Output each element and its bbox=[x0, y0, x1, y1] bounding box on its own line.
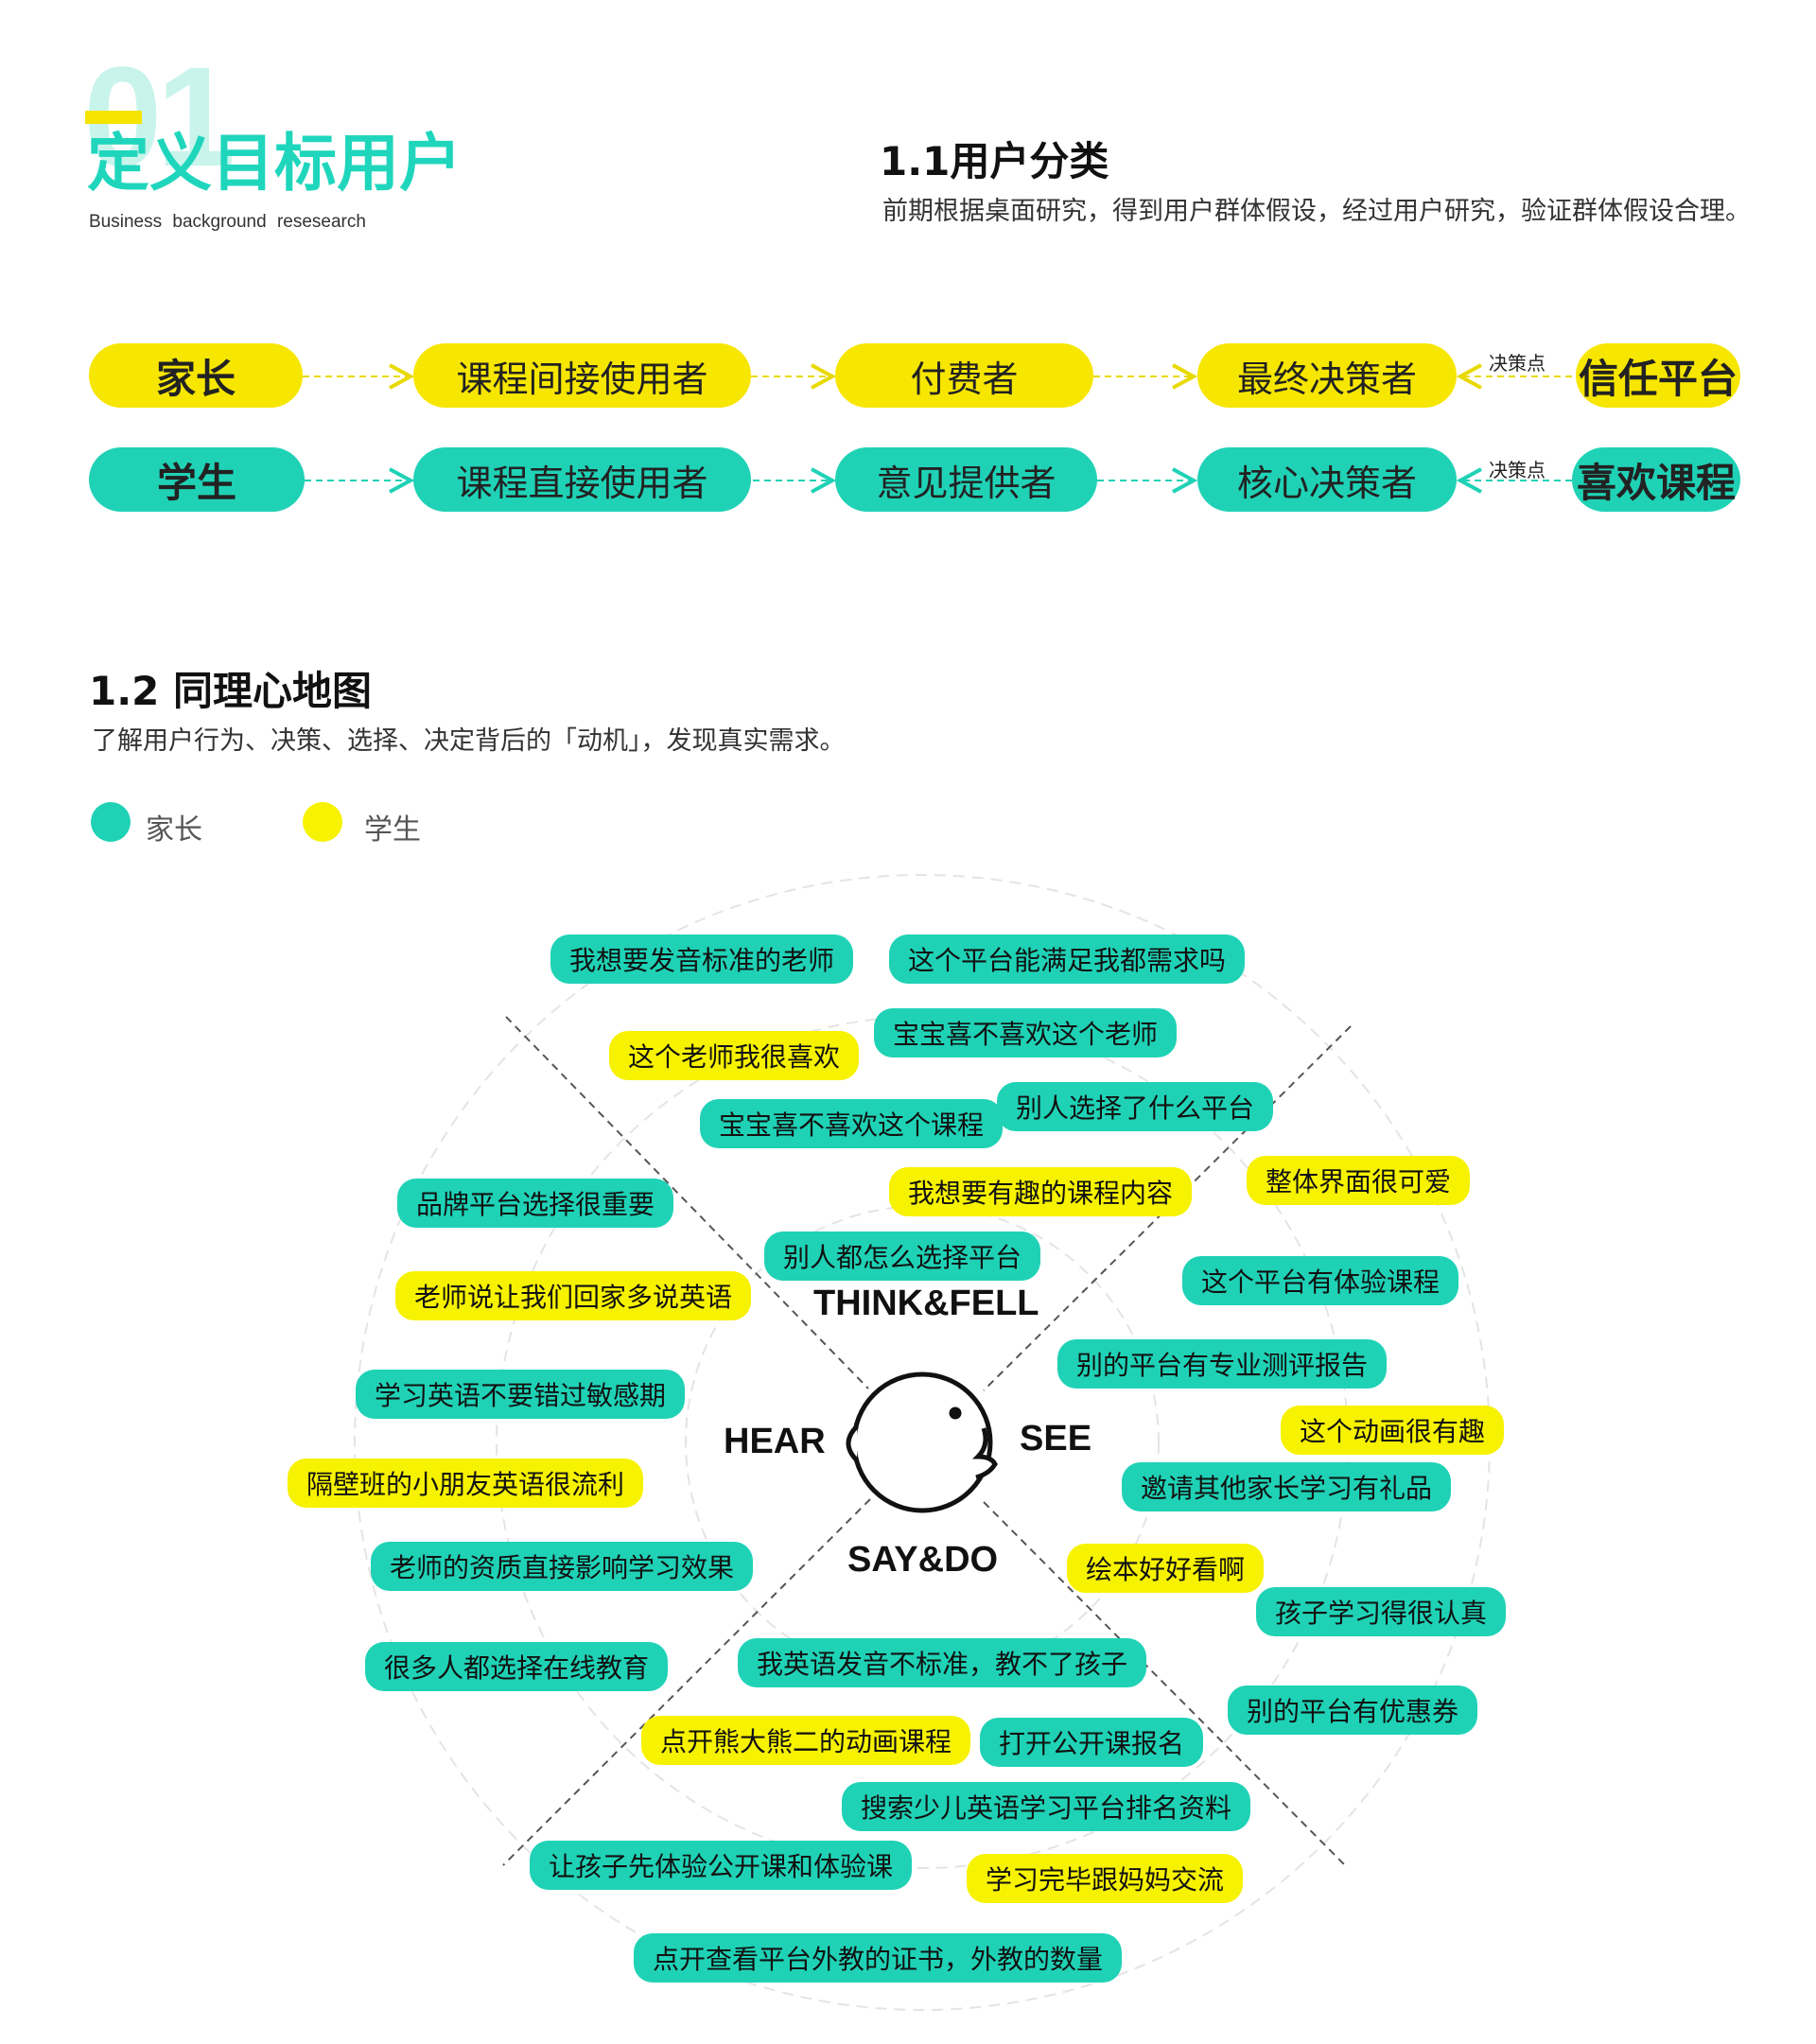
tag-parent: 学习英语不要错过敏感期 bbox=[356, 1370, 686, 1419]
tag-parent: 打开公开课报名 bbox=[980, 1718, 1204, 1767]
flow-like-course: 喜欢课程 bbox=[1572, 447, 1740, 512]
tag-parent: 宝宝喜不喜欢这个课程 bbox=[700, 1099, 1004, 1148]
tag-parent: 让孩子先体验公开课和体验课 bbox=[530, 1841, 913, 1890]
tag-parent: 别的平台有专业测评报告 bbox=[1057, 1339, 1388, 1389]
tag-student: 点开熊大熊二的动画课程 bbox=[641, 1716, 971, 1765]
tag-parent: 我英语发音不标准，教不了孩子 bbox=[738, 1638, 1147, 1687]
tag-parent: 这个平台有体验课程 bbox=[1182, 1256, 1459, 1305]
tag-parent: 很多人都选择在线教育 bbox=[365, 1642, 669, 1691]
diagonal-bottom-right bbox=[983, 1501, 1349, 1869]
legend-label-parent: 家长 bbox=[146, 813, 202, 847]
section-desc-1-1: 前期根据桌面研究，得到用户群体假设，经过用户研究，验证群体假设合理。 bbox=[882, 197, 1751, 226]
flow-payer: 付费者 bbox=[835, 343, 1093, 408]
quadrant-think-feel: THINK&FELL bbox=[813, 1284, 1039, 1323]
tag-parent: 别人都怎么选择平台 bbox=[764, 1232, 1041, 1281]
quadrant-see: SEE bbox=[1020, 1419, 1092, 1459]
tag-parent: 邀请其他家长学习有礼品 bbox=[1122, 1462, 1452, 1511]
quadrant-hear: HEAR bbox=[724, 1422, 826, 1461]
legend-label-student: 学生 bbox=[364, 813, 421, 847]
tag-parent: 我想要发音标准的老师 bbox=[550, 935, 854, 984]
role-student: 学生 bbox=[89, 447, 305, 512]
diagonal-bottom-left bbox=[502, 1498, 871, 1866]
section-desc-1-2: 了解用户行为、决策、选择、决定背后的「动机」，发现真实需求。 bbox=[92, 726, 846, 756]
tag-student: 隔壁班的小朋友英语很流利 bbox=[288, 1459, 644, 1508]
flow-trust-platform: 信任平台 bbox=[1576, 343, 1740, 408]
flow-final-decision-maker: 最终决策者 bbox=[1197, 343, 1457, 408]
head-icon bbox=[846, 1371, 998, 1513]
flow-connectors bbox=[303, 0, 1572, 568]
tag-parent: 这个平台能满足我都需求吗 bbox=[889, 935, 1246, 984]
tag-parent: 老师的资质直接影响学习效果 bbox=[371, 1542, 754, 1591]
tag-student: 学习完毕跟妈妈交流 bbox=[967, 1854, 1244, 1903]
tag-parent: 孩子学习得很认真 bbox=[1256, 1587, 1507, 1636]
tag-student: 这个老师我很喜欢 bbox=[609, 1031, 860, 1080]
flow-indirect-user: 课程间接使用者 bbox=[413, 343, 751, 408]
decision-point-label: 决策点 bbox=[1489, 352, 1545, 375]
legend-dot-parent bbox=[91, 802, 131, 842]
tag-student: 绘本好好看啊 bbox=[1067, 1544, 1265, 1593]
tag-parent: 点开查看平台外教的证书，外教的数量 bbox=[634, 1933, 1123, 1983]
tag-student: 老师说让我们回家多说英语 bbox=[395, 1271, 752, 1320]
decision-point-label: 决策点 bbox=[1489, 459, 1545, 481]
page-title: 定义目标用户 bbox=[87, 127, 462, 200]
tag-parent: 别人选择了什么平台 bbox=[997, 1082, 1274, 1131]
tag-student: 我想要有趣的课程内容 bbox=[889, 1167, 1193, 1216]
flow-direct-user: 课程直接使用者 bbox=[413, 447, 751, 512]
tag-parent: 别的平台有优惠券 bbox=[1228, 1686, 1478, 1735]
page-subtitle: Business background resesearch bbox=[89, 212, 366, 232]
tag-parent: 品牌平台选择很重要 bbox=[397, 1179, 674, 1228]
inner-ring bbox=[685, 1205, 1160, 1680]
section-heading-1-1: 1.1用户分类 bbox=[880, 138, 1109, 184]
diagonal-top-left bbox=[505, 1016, 869, 1389]
section-heading-1-2: 1.2 同理心地图 bbox=[89, 668, 373, 714]
role-parent: 家长 bbox=[89, 343, 303, 408]
number-accent-bar bbox=[85, 111, 142, 124]
flow-opinion-provider: 意见提供者 bbox=[835, 447, 1097, 512]
quadrant-say-do: SAY&DO bbox=[847, 1540, 999, 1580]
tag-parent: 宝宝喜不喜欢这个老师 bbox=[874, 1008, 1178, 1057]
tag-student: 这个动画很有趣 bbox=[1281, 1406, 1505, 1455]
tag-parent: 搜索少儿英语学习平台排名资料 bbox=[842, 1782, 1251, 1831]
tag-student: 整体界面很可爱 bbox=[1247, 1156, 1471, 1205]
legend-dot-student bbox=[303, 802, 342, 842]
flow-core-decision-maker: 核心决策者 bbox=[1197, 447, 1457, 512]
